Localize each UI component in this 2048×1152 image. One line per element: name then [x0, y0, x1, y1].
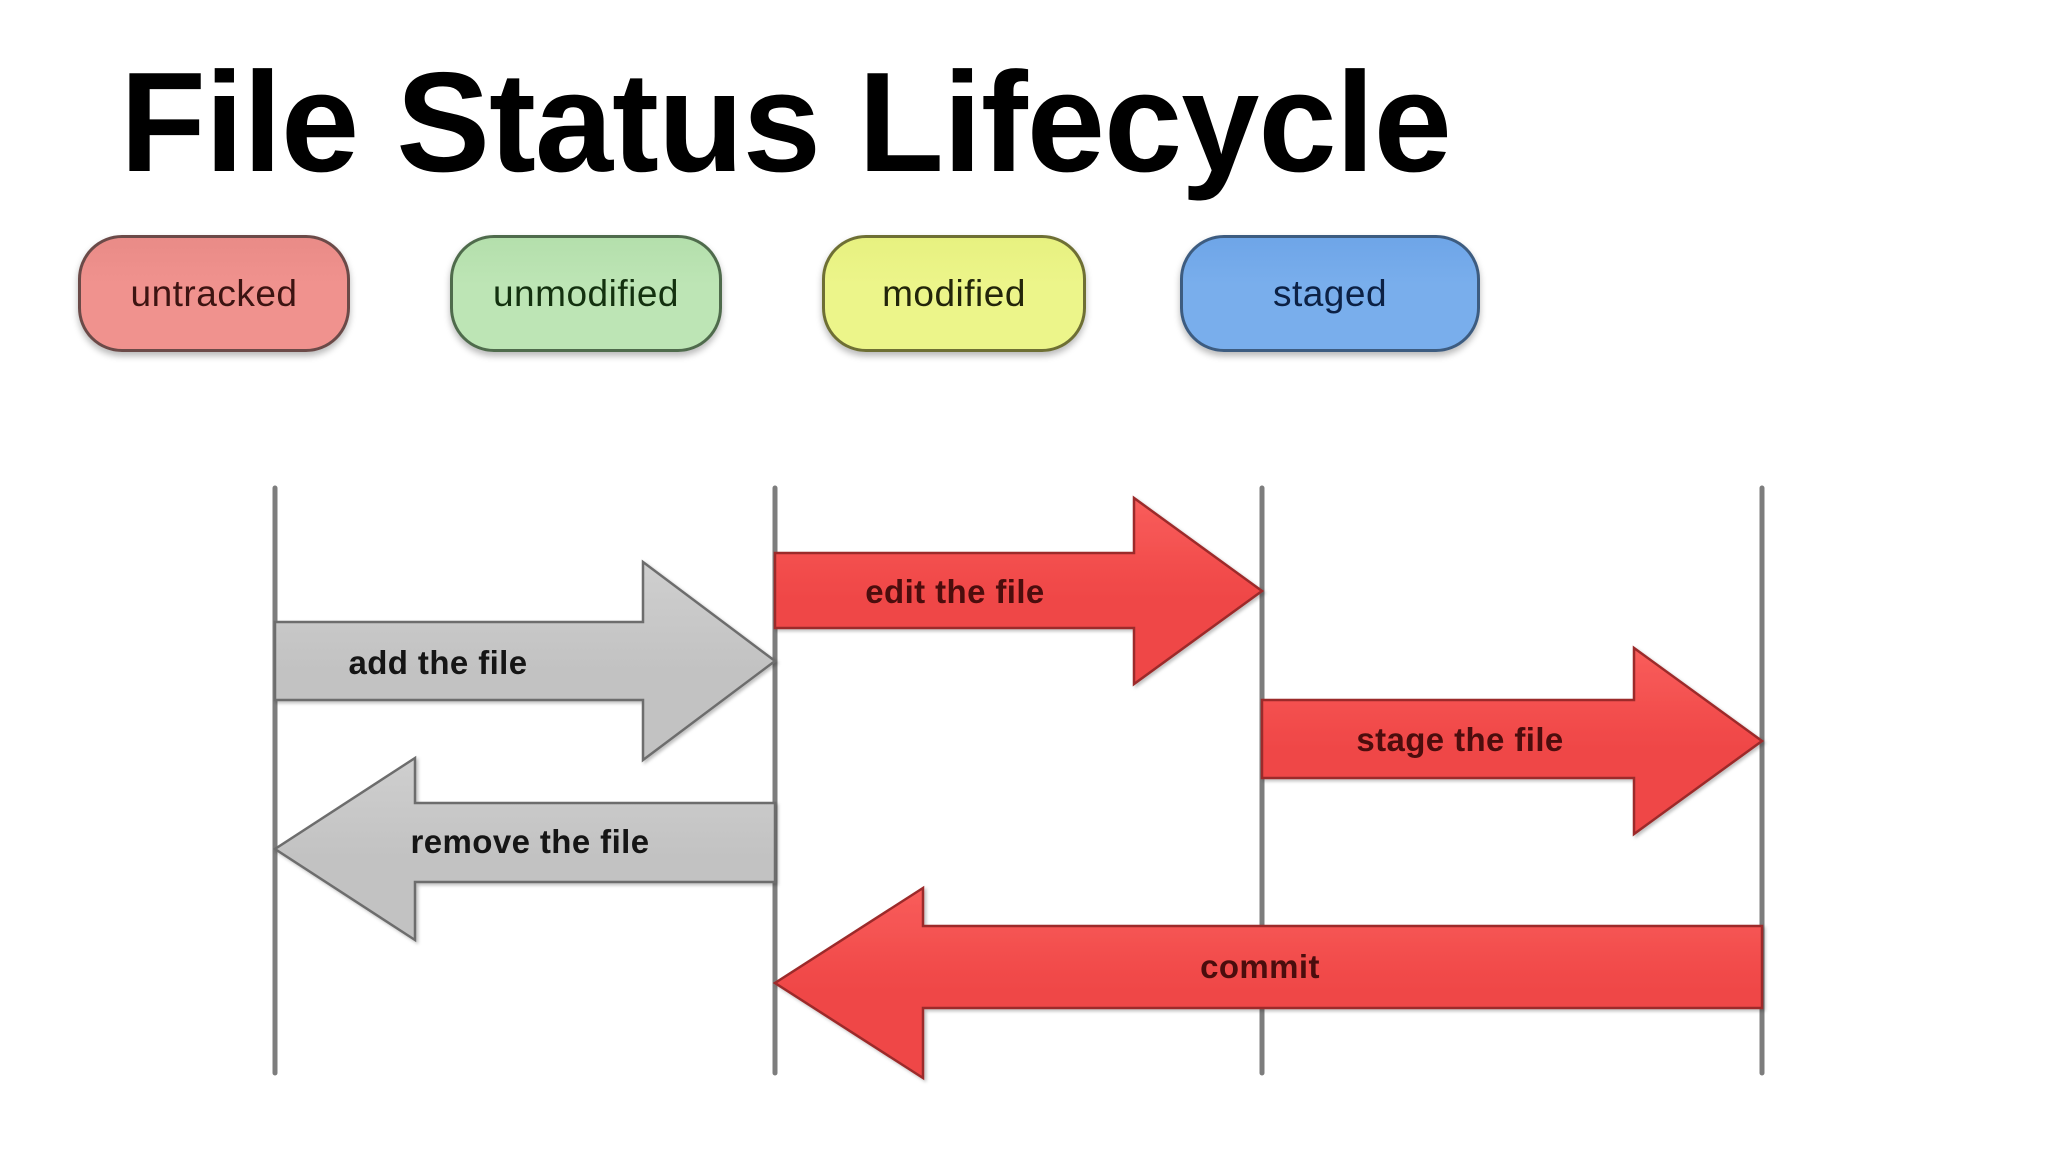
arrow-edit-the-file: [773, 495, 1265, 687]
state-box-untracked[interactable]: untracked: [78, 235, 350, 352]
state-label-staged: staged: [1272, 272, 1388, 314]
state-box-unmodified[interactable]: unmodified: [450, 235, 722, 352]
arrow-stage-the-file: [1260, 645, 1765, 837]
arrow-commit: [772, 885, 1764, 1081]
state-box-modified[interactable]: modified: [822, 235, 1086, 352]
state-label-modified: modified: [882, 272, 1026, 314]
arrows-layer: [272, 495, 1765, 1081]
arrow-remove-the-file: [272, 755, 777, 943]
state-label-unmodified: unmodified: [492, 272, 679, 314]
page-title: File Status Lifecycle: [120, 43, 1452, 202]
state-box-staged[interactable]: staged: [1180, 235, 1480, 352]
state-label-untracked: untracked: [130, 272, 298, 314]
arrow-add-the-file: [273, 559, 778, 763]
